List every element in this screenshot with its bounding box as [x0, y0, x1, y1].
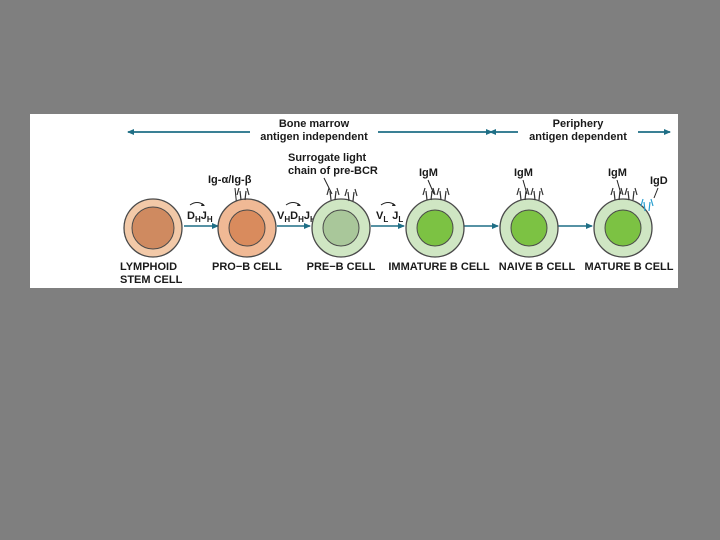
svg-text:VHDHJH: VHDHJH: [277, 210, 316, 224]
b-cell-development-diagram: Bone marrow antigen independent Peripher…: [30, 114, 678, 288]
cell-label-pre-b: PRE−B CELL: [307, 261, 376, 273]
mature-b-cell-igm-receptor-2: [624, 187, 638, 201]
diagram-canvas: Bone marrow antigen independent Peripher…: [120, 115, 674, 286]
surrogate-light-chain-label-2: chain of pre-BCR: [288, 165, 378, 177]
naive-b-cell-igm-receptor-1: [516, 187, 530, 201]
ig-alpha-beta-receptor: [236, 187, 250, 201]
dj-rearrangement: DHJH: [187, 202, 213, 224]
ig-alpha-beta-label: Ig-α/Ig-β: [208, 174, 252, 186]
immature-b-cell: [405, 187, 465, 258]
lymphoid-stem-cell-nucleus: [131, 206, 175, 250]
surrogate-light-chain-label-1: Surrogate light: [288, 152, 367, 164]
pre-b-cell: [311, 187, 371, 258]
mature-b-cell-nucleus: [604, 209, 642, 247]
immature-b-cell-igm-receptor-1: [422, 187, 436, 201]
igm-immature-pointer: [427, 179, 435, 195]
cell-label-pro-b: PRO−B CELL: [212, 261, 282, 273]
cell-label-naive-b: NAIVE B CELL: [499, 261, 576, 273]
antigen-dependent-label: antigen dependent: [529, 131, 627, 143]
igm-naive-label: IgM: [514, 167, 533, 179]
igd-pointer: [653, 187, 659, 199]
naive-b-cell-igm-receptor-2: [530, 187, 544, 201]
cell-label-lymphoid: LYMPHOID: [120, 261, 177, 273]
cell-label-mature-b: MATURE B CELL: [584, 261, 673, 273]
antigen-independent-label: antigen independent: [260, 131, 368, 143]
igm-immature-label: IgM: [419, 167, 438, 179]
vdj-rearrangement: VHDHJH: [277, 202, 316, 224]
mature-b-cell: [593, 187, 654, 258]
surrogate-pointer: [323, 177, 333, 195]
immature-b-cell-igm-receptor-2: [436, 187, 450, 201]
cells-layer: [123, 187, 654, 258]
mature-b-cell-igm-receptor-1: [610, 187, 624, 201]
naive-b-cell-nucleus: [510, 209, 548, 247]
cell-label-stem-cell: STEM CELL: [120, 274, 183, 286]
naive-b-cell: [499, 187, 559, 258]
igd-label: IgD: [650, 175, 668, 187]
immature-b-cell-nucleus: [416, 209, 454, 247]
cell-label-immature-b: IMMATURE B CELL: [388, 261, 490, 273]
pre-bcr-receptor-1: [326, 187, 340, 201]
periphery-label: Periphery: [553, 118, 605, 130]
lymphoid-stem-cell: [123, 198, 183, 258]
pre-b-cell-nucleus: [322, 209, 360, 247]
pro-b-cell: [217, 187, 277, 258]
svg-text:DHJH: DHJH: [187, 210, 213, 224]
pro-b-cell-nucleus: [228, 209, 266, 247]
igd-receptor: [640, 198, 654, 212]
bone-marrow-label: Bone marrow: [279, 118, 350, 130]
igm-mature-label: IgM: [608, 167, 627, 179]
pre-bcr-receptor-2: [344, 188, 358, 202]
